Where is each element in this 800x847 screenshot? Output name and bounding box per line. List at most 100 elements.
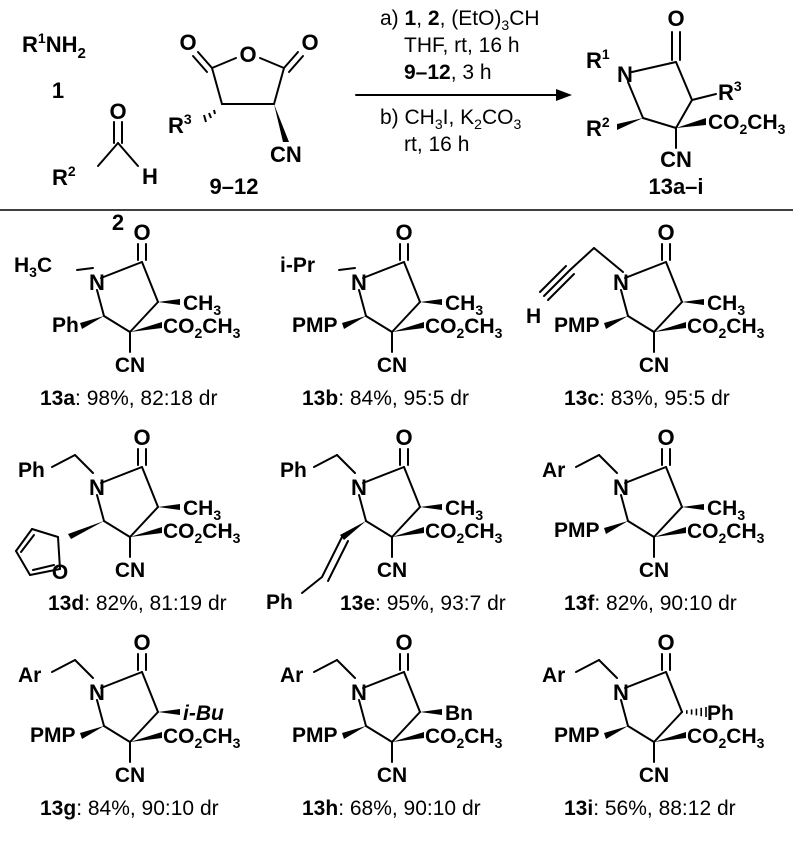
c4-substituent: i-Bu <box>183 702 224 725</box>
anhydride-r-label: R <box>168 113 184 138</box>
yield-caption: 13e: 95%, 93:7 dr <box>340 592 506 615</box>
carbonyl-oxygen: O <box>657 425 674 450</box>
svg-text:R1: R1 <box>586 46 610 73</box>
amine-nh-subscript: 2 <box>77 45 85 62</box>
nitrile-group: CN <box>115 559 145 582</box>
cond-b-sub2: 2 <box>474 116 482 132</box>
yield-caption: 13i: 56%, 88:12 dr <box>564 797 736 820</box>
n-substituent-ar: Ar <box>542 459 565 482</box>
ring-nitrogen: N <box>613 475 629 500</box>
n-substituent-ph: Ph <box>18 459 45 482</box>
styryl-phenyl: Ph <box>266 591 293 614</box>
carbonyl-oxygen: O <box>395 630 412 655</box>
compound-number: 13c <box>564 387 599 410</box>
svg-text:R2: R2 <box>52 163 76 190</box>
c2-substituent: PMP <box>554 519 600 542</box>
nitrile-group: CN <box>377 559 407 582</box>
cond-b-tail: CO <box>482 106 514 129</box>
cond-a-line3-tail: , 3 h <box>451 61 492 84</box>
carbonyl-oxygen: O <box>133 220 150 245</box>
cond-a-reagent-1: 1 <box>405 7 417 30</box>
svg-text:R2: R2 <box>586 114 610 141</box>
n-substituent: i-Pr <box>280 254 315 277</box>
svg-text:R3: R3 <box>718 78 742 105</box>
amine-r-number: 1 <box>38 30 46 46</box>
svg-text:CO2CH3: CO2CH3 <box>708 111 786 137</box>
c4-substituent: Bn <box>445 702 473 725</box>
n-substituent-ph: Ph <box>280 459 307 482</box>
amine-nh-label: NH <box>46 32 78 57</box>
nitrile-group: CN <box>115 354 145 377</box>
product-o: O <box>667 6 684 31</box>
svg-text:R3: R3 <box>168 111 192 138</box>
ring-nitrogen: N <box>89 475 105 500</box>
ring-nitrogen: N <box>351 270 367 295</box>
nitrile-group: CN <box>639 354 669 377</box>
carbonyl-oxygen: O <box>657 630 674 655</box>
reagent-anhydride: O O O R3 CN 9–12 <box>168 30 319 199</box>
nitrile-group: CN <box>377 354 407 377</box>
svg-text:b) CH3I, K2CO3: b) CH3I, K2CO3 <box>380 106 521 132</box>
cond-a-prefix: a) <box>380 7 405 30</box>
product-r2-number: 2 <box>602 114 610 130</box>
product-ester-sub: 2 <box>740 121 748 137</box>
yield-dr-text: : 84%, 95:5 dr <box>338 387 469 410</box>
c2-substituent: PMP <box>554 724 600 747</box>
reaction-arrowhead <box>556 89 572 101</box>
ring-nitrogen: N <box>613 680 629 705</box>
c4-substituent: CH3 <box>445 497 483 523</box>
cond-a-line3-bold: 9–12 <box>404 61 451 84</box>
ester-group: CO2CH3 <box>687 315 765 341</box>
c2-substituent: PMP <box>292 724 338 747</box>
n-substituent-ar: Ar <box>280 664 303 687</box>
yield-dr-text: : 68%, 90:10 dr <box>338 797 480 820</box>
yield-dr-text: : 98%, 82:18 dr <box>75 387 217 410</box>
ester-group: CO2CH3 <box>163 725 241 751</box>
product-ester-tail: CH <box>747 111 777 134</box>
c4-substituent: CH3 <box>183 497 221 523</box>
yield-caption: 13g: 84%, 90:10 dr <box>40 797 219 820</box>
cond-a-orthoformate-tail: CH <box>509 7 539 30</box>
compound-number: 13a <box>40 387 75 410</box>
ester-group: CO2CH3 <box>425 315 503 341</box>
aldehyde-oxygen: O <box>109 99 126 124</box>
aldehyde-r-number: 2 <box>68 163 76 179</box>
cond-b-mid: I, K <box>443 106 475 129</box>
compound-number: 13h <box>302 797 338 820</box>
carbonyl-oxygen: O <box>133 425 150 450</box>
n-substituent-ar: Ar <box>18 664 41 687</box>
product-number: 13a–i <box>648 174 703 199</box>
compound-number: 13i <box>564 797 593 820</box>
nitrile-group: CN <box>639 764 669 787</box>
yield-dr-text: : 95%, 93:7 dr <box>375 592 506 615</box>
product-general: O N R1 R3 R2 CO2CH3 CN 13a–i <box>586 6 786 199</box>
cond-a-comma: , <box>416 7 428 30</box>
carbonyl-oxygen: O <box>395 425 412 450</box>
svg-text:9–12, 3 h: 9–12, 3 h <box>404 61 492 84</box>
product-r3: R <box>718 80 734 105</box>
aldehyde-r-label: R <box>52 165 68 190</box>
cond-b-prefix: b) CH <box>380 106 435 129</box>
compound-number: 13e <box>340 592 375 615</box>
alkyne-h: H <box>526 305 541 328</box>
furan-oxygen: O <box>52 561 68 584</box>
ester-group: CO2CH3 <box>687 725 765 751</box>
anhydride-hash-bond <box>203 109 216 123</box>
c4-substituent: Ph <box>707 702 734 725</box>
carbonyl-oxygen: O <box>395 220 412 245</box>
cond-a-orthoformate: , (EtO) <box>440 7 502 30</box>
yield-caption: 13a: 98%, 82:18 dr <box>40 387 217 410</box>
c4-substituent: CH3 <box>445 292 483 318</box>
carbonyl-oxygen: O <box>133 630 150 655</box>
compound-number: 13b <box>302 387 338 410</box>
anhydride-cn: CN <box>270 142 302 167</box>
ring-nitrogen: N <box>351 680 367 705</box>
reagent-amine: R1NH2 1 <box>22 30 86 103</box>
anhydride-r-number: 3 <box>184 111 192 127</box>
